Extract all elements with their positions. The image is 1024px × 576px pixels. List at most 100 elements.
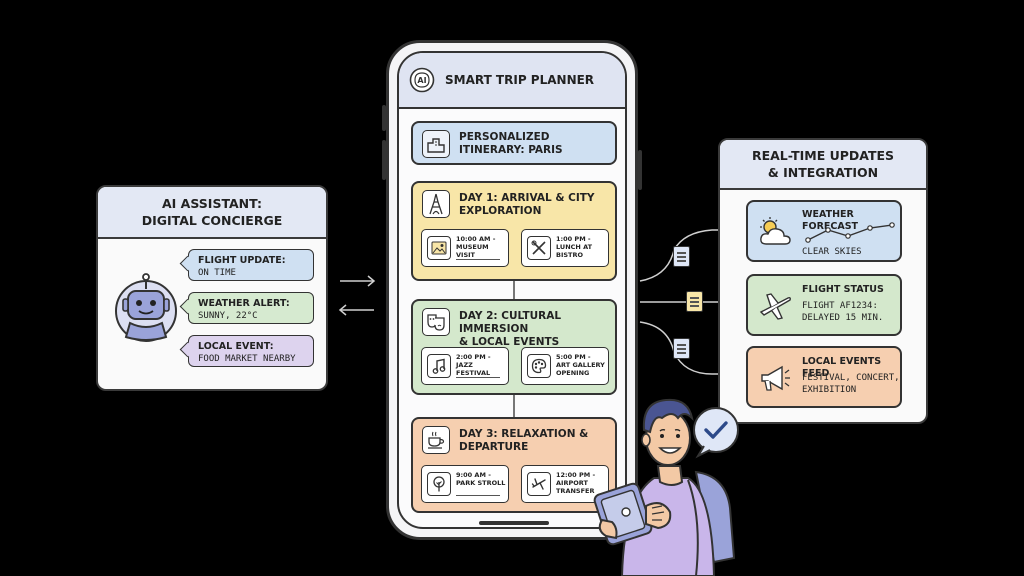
activity-label: AIRPORT xyxy=(556,479,588,487)
itinerary-title: PERSONALIZED ITINERARY: PARIS xyxy=(459,131,563,157)
traveler-illustration xyxy=(593,398,739,576)
divider-line xyxy=(456,494,500,496)
city-buildings-icon xyxy=(422,130,450,158)
robot-avatar-icon xyxy=(115,273,177,342)
airplane-icon xyxy=(759,293,791,320)
checkmark-bubble-icon xyxy=(693,407,739,459)
activity-time: 10:00 AM - xyxy=(456,235,496,243)
activity-time: 5:00 PM - xyxy=(556,353,591,361)
megaphone-icon xyxy=(761,365,790,391)
day-3-title: DAY 3: RELAXATION & DEPARTURE xyxy=(459,428,588,454)
divider-line xyxy=(456,376,500,378)
day-1-title-line2: EXPLORATION xyxy=(459,205,542,217)
coffee-cup-icon xyxy=(422,426,450,454)
activity-time: 2:00 PM - xyxy=(456,353,491,361)
timeline-connector xyxy=(513,395,515,417)
activity-jazz-festival[interactable]: 2:00 PM - JAZZ FESTIVAL xyxy=(421,347,509,385)
flight-status-text-line1: FLIGHT AF1234: xyxy=(802,301,878,311)
activity-time: 1:00 PM - xyxy=(556,235,591,243)
local-event-bubble: LOCAL EVENT: FOOD MARKET NEARBY xyxy=(188,335,314,367)
document-icon xyxy=(686,291,703,312)
activity-text: 2:00 PM - JAZZ FESTIVAL xyxy=(456,353,508,377)
bubble-text: ON TIME xyxy=(198,268,236,278)
day-3-title-line1: DAY 3: RELAXATION & xyxy=(459,428,589,440)
flight-update-bubble: FLIGHT UPDATE: ON TIME xyxy=(188,249,314,281)
realtime-updates-panel: REAL-TIME UPDATES & INTEGRATION WEATHER … xyxy=(718,138,928,424)
phone-side-button xyxy=(382,105,386,131)
itinerary-header-card[interactable]: PERSONALIZED ITINERARY: PARIS xyxy=(411,121,617,165)
palette-icon xyxy=(527,354,551,378)
app-header: AI SMART TRIP PLANNER xyxy=(399,53,625,109)
flight-status-title: FLIGHT STATUS xyxy=(802,284,884,295)
activity-label-line3: OPENING xyxy=(556,369,590,377)
bubble-text: SUNNY, 22°C xyxy=(198,311,258,321)
music-note-icon xyxy=(427,354,451,378)
ai-assistant-title-line1: AI ASSISTANT: xyxy=(162,196,262,211)
day-2-title-line1: DAY 2: CULTURAL IMMERSION xyxy=(459,310,562,335)
activity-label: LUNCH AT xyxy=(556,243,593,251)
activity-label-line3: TRANSFER xyxy=(556,487,595,495)
ai-assistant-header: AI ASSISTANT: DIGITAL CONCIERGE xyxy=(98,187,326,239)
local-events-text-line2: EXHIBITION xyxy=(802,385,857,395)
updates-title-line1: REAL-TIME UPDATES xyxy=(751,148,895,163)
trend-line-icon xyxy=(805,222,895,243)
itinerary-title-line1: PERSONALIZED xyxy=(459,131,550,143)
day-3-title-line2: DEPARTURE xyxy=(459,441,529,453)
tree-icon xyxy=(427,472,451,496)
day-2-title: DAY 2: CULTURAL IMMERSION & LOCAL EVENTS xyxy=(459,310,615,349)
activity-label: JAZZ FESTIVAL xyxy=(456,361,491,377)
activity-label-line3: BISTRO xyxy=(556,251,584,259)
bubble-title: FLIGHT UPDATE: xyxy=(198,255,286,266)
weather-forecast-title: WEATHER FORECAST xyxy=(802,209,859,232)
activity-art-gallery[interactable]: 5:00 PM - ART GALLERY OPENING xyxy=(521,347,609,385)
app-title: SMART TRIP PLANNER xyxy=(445,73,595,87)
activity-lunch-bistro[interactable]: 1:00 PM - LUNCH AT BISTRO xyxy=(521,229,609,267)
image-icon xyxy=(427,236,451,260)
phone-side-button xyxy=(382,140,386,180)
bubble-title: WEATHER ALERT: xyxy=(198,298,290,309)
activity-museum-visit[interactable]: 10:00 AM - MUSEUM VISIT xyxy=(421,229,509,267)
document-icon xyxy=(673,338,690,359)
day-1-title-line1: DAY 1: ARRIVAL & CITY xyxy=(459,192,595,204)
utensils-icon xyxy=(527,236,551,260)
day-2-card[interactable]: DAY 2: CULTURAL IMMERSION & LOCAL EVENTS… xyxy=(411,299,617,395)
ai-assistant-title-line2: DIGITAL CONCIERGE xyxy=(141,213,283,228)
local-events-title: LOCAL EVENTS FEED xyxy=(802,356,882,379)
day-3-card[interactable]: DAY 3: RELAXATION & DEPARTURE 9:00 AM - … xyxy=(411,417,617,513)
activity-label: PARK STROLL xyxy=(456,479,506,487)
activity-text: 1:00 PM - LUNCH AT BISTRO xyxy=(556,235,592,259)
updates-title-line2: & INTEGRATION xyxy=(767,165,879,180)
activity-text: 10:00 AM - MUSEUM VISIT xyxy=(456,235,508,259)
theater-masks-icon xyxy=(422,308,450,336)
itinerary-title-line2: ITINERARY: PARIS xyxy=(459,144,563,156)
activity-text: 5:00 PM - ART GALLERY OPENING xyxy=(556,353,605,377)
phone-frame: AI SMART TRIP PLANNER PERSONALIZED ITINE… xyxy=(386,40,638,540)
updates-header: REAL-TIME UPDATES & INTEGRATION xyxy=(720,140,926,190)
divider-line xyxy=(456,258,500,260)
activity-time: 9:00 AM - xyxy=(456,471,491,479)
weather-forecast-card[interactable]: WEATHER FORECAST CLEAR SKIES xyxy=(746,200,902,262)
activity-text: 12:00 PM - AIRPORT TRANSFER xyxy=(556,471,595,495)
day-1-title: DAY 1: ARRIVAL & CITY EXPLORATION xyxy=(459,192,595,218)
local-events-feed-card[interactable]: LOCAL EVENTS FEED FESTIVAL, CONCERT, EXH… xyxy=(746,346,902,408)
weather-alert-bubble: WEATHER ALERT: SUNNY, 22°C xyxy=(188,292,314,324)
activity-airport-transfer[interactable]: 12:00 PM - AIRPORT TRANSFER xyxy=(521,465,609,503)
activity-label: MUSEUM VISIT xyxy=(456,243,489,259)
sun-cloud-icon xyxy=(760,217,791,245)
flight-status-card[interactable]: FLIGHT STATUS FLIGHT AF1234: DELAYED 15 … xyxy=(746,274,902,336)
svg-text:AI: AI xyxy=(417,76,426,85)
activity-label: ART GALLERY xyxy=(556,361,605,369)
eiffel-tower-icon xyxy=(422,190,450,218)
ai-assistant-panel: AI ASSISTANT: DIGITAL CONCIERGE FLIGHT U… xyxy=(96,185,328,391)
document-icon xyxy=(673,246,690,267)
activity-park-stroll[interactable]: 9:00 AM - PARK STROLL xyxy=(421,465,509,503)
bubble-text: FOOD MARKET NEARBY xyxy=(198,354,296,364)
activity-time: 12:00 PM - xyxy=(556,471,596,479)
home-indicator xyxy=(479,521,549,525)
flight-status-text-line2: DELAYED 15 MIN. xyxy=(802,313,884,323)
activity-text: 9:00 AM - PARK STROLL xyxy=(456,471,505,487)
phone-screen: AI SMART TRIP PLANNER PERSONALIZED ITINE… xyxy=(397,51,627,529)
day-1-card[interactable]: DAY 1: ARRIVAL & CITY EXPLORATION 10:00 … xyxy=(411,181,617,281)
local-events-text-line1: FESTIVAL, CONCERT, xyxy=(802,373,900,383)
airplane-icon xyxy=(527,472,551,496)
